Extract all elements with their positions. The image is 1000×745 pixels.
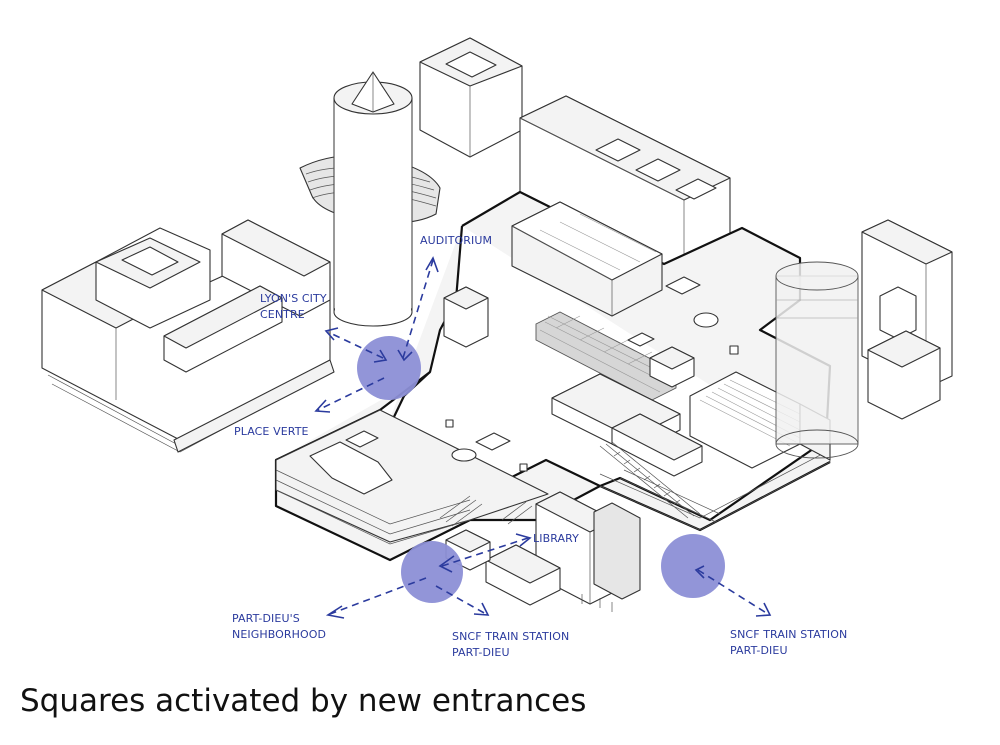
label-library: LIBRARY	[533, 532, 579, 545]
label-part-dieu-neighborhood-line2: NEIGHBORHOOD	[232, 628, 326, 641]
garden-strip	[535, 311, 677, 401]
glass-cylinder-tower	[775, 261, 859, 459]
library-building	[445, 491, 641, 612]
entrance-circle-city-centre	[357, 336, 421, 400]
entrance-circle-library	[401, 541, 463, 603]
arrows	[314, 256, 772, 619]
arrow-to-sncf-station-b	[697, 569, 769, 615]
tower-right	[861, 219, 953, 420]
label-sncf-station-a-line1: SNCF TRAIN STATION	[452, 630, 569, 643]
raised-volume	[511, 201, 663, 317]
tower-block-top-center	[419, 37, 523, 158]
label-place-verte: PLACE VERTE	[234, 425, 309, 438]
label-lyon-centre-line1: LYON'S CITY	[260, 292, 327, 305]
label-sncf-station-b-line2: PART-DIEU	[730, 644, 788, 657]
labels: AUDITORIUM LYON'S CITY CENTRE PLACE VERT…	[232, 234, 847, 659]
building-left-complex	[41, 219, 335, 453]
label-sncf-station-b-line1: SNCF TRAIN STATION	[730, 628, 847, 641]
entrance-circle-sncf-station	[661, 534, 725, 598]
label-lyon-centre-line2: CENTRE	[260, 308, 305, 321]
label-sncf-station-a-line2: PART-DIEU	[452, 646, 510, 659]
label-part-dieu-neighborhood-line1: PART-DIEU'S	[232, 612, 300, 625]
long-building-top-right	[519, 95, 731, 285]
stairs	[439, 441, 701, 527]
cylinder-tower-left	[333, 71, 413, 327]
arrow-to-auditorium	[402, 259, 434, 359]
figure-caption: Squares activated by new entrances	[20, 683, 587, 719]
mid-blocks	[443, 276, 739, 477]
arrow-to-library	[441, 537, 529, 567]
arrow-to-sncf-station-a	[435, 585, 487, 615]
label-auditorium: AUDITORIUM	[420, 234, 492, 247]
arrow-to-city-centre	[327, 331, 384, 359]
arrow-to-place-verte	[317, 377, 385, 411]
axonometric-diagram: AUDITORIUM LYON'S CITY CENTRE PLACE VERT…	[41, 37, 953, 659]
arrow-to-neighborhood	[329, 577, 427, 615]
